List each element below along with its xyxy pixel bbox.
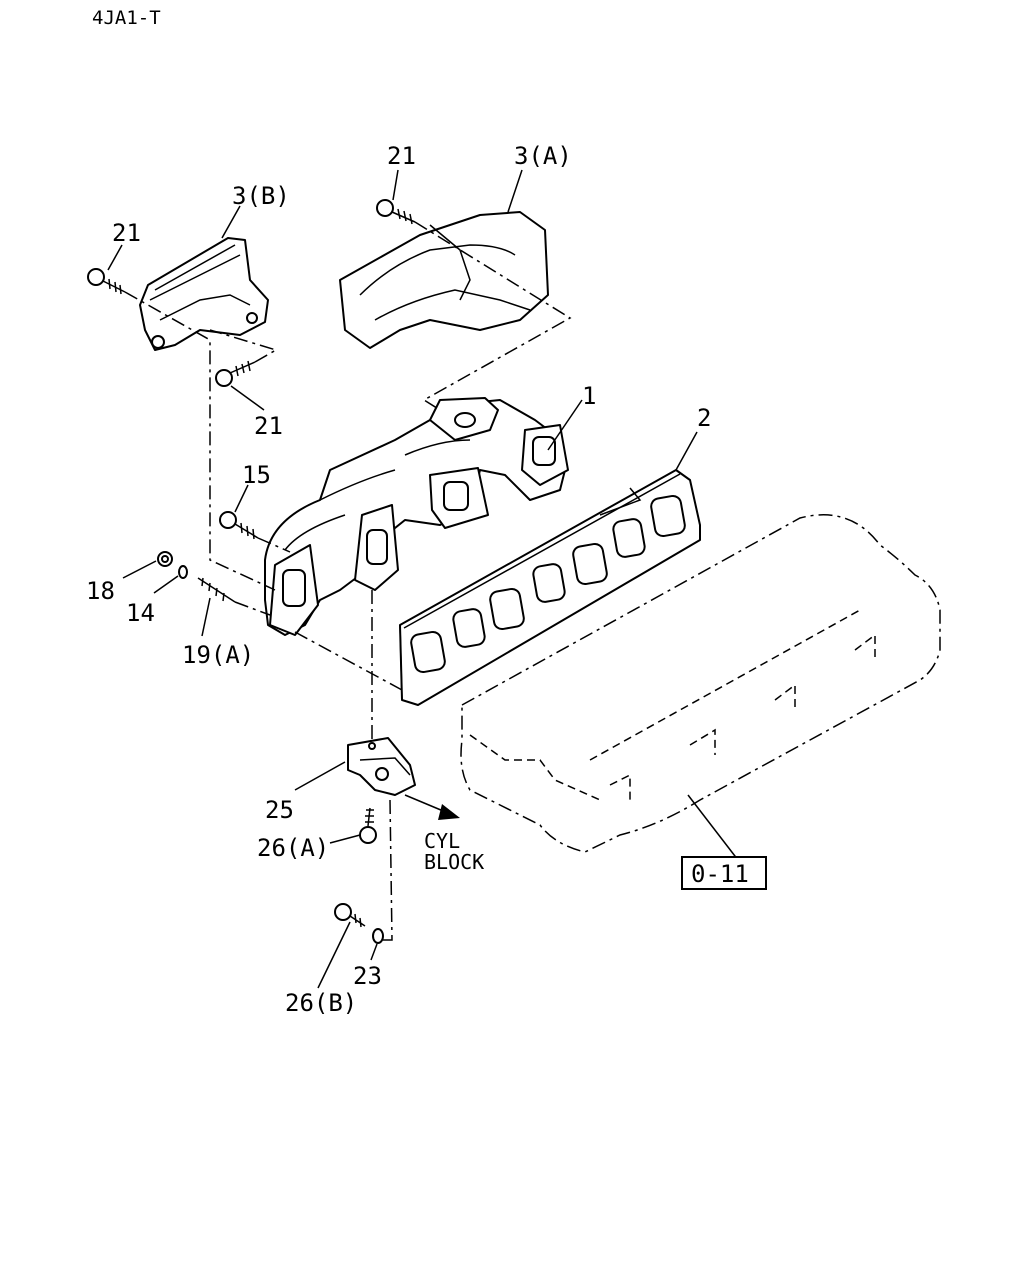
bolt-21-left	[87, 268, 126, 295]
callout-21-left: 21	[112, 219, 141, 247]
stud-19a	[197, 577, 236, 603]
callout-14: 14	[126, 599, 155, 627]
exhaust-bracket	[347, 737, 416, 796]
cyl-block-arrow	[404, 794, 460, 820]
callout-3b: 3(B)	[232, 182, 290, 210]
exhaust-manifold-gasket	[399, 469, 701, 706]
callout-21-top: 21	[387, 142, 416, 170]
bolt-15	[219, 511, 259, 540]
bolt-26b	[334, 903, 366, 928]
callout-18: 18	[86, 577, 115, 605]
nut-18	[157, 551, 173, 567]
callout-19a: 19(A)	[182, 641, 254, 669]
callout-23: 23	[353, 962, 382, 990]
bolt-21-lower	[215, 360, 256, 387]
callout-21-lower: 21	[254, 412, 283, 440]
assembly-lines	[124, 221, 572, 941]
cyl-block-note-line1: CYL	[424, 829, 460, 853]
callout-26b: 26(B)	[285, 989, 357, 1017]
washer-14	[178, 565, 188, 579]
heat-shield-b	[139, 237, 269, 351]
callout-26a: 26(A)	[257, 834, 329, 862]
callout-25: 25	[265, 796, 294, 824]
bolt-26a	[359, 807, 377, 844]
leader-lines	[107, 169, 739, 989]
cylinder-head-outline	[460, 514, 941, 853]
callout-3a: 3(A)	[514, 142, 572, 170]
heat-shield-a	[339, 211, 549, 349]
reference-label: 0-11	[691, 860, 749, 888]
callout-1: 1	[582, 382, 596, 410]
bolt-21-top	[376, 199, 416, 225]
exhaust-manifold	[264, 397, 569, 636]
reference-box: 0-11	[681, 856, 767, 890]
callout-2: 2	[697, 404, 711, 432]
callout-15: 15	[242, 461, 271, 489]
washer-23	[372, 928, 384, 944]
cyl-block-note-line2: BLOCK	[424, 850, 484, 874]
model-code: 4JA1-T	[92, 7, 161, 29]
